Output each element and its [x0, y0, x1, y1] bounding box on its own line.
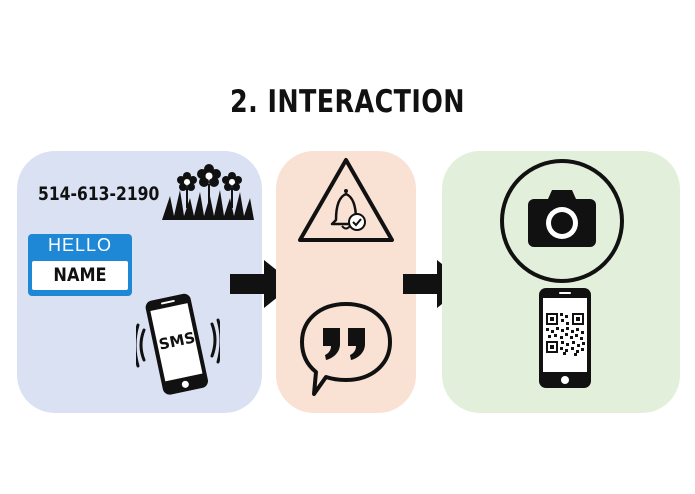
page-title: 2. INTERACTION	[230, 84, 465, 120]
phone-number-text: 514-613-2190	[38, 183, 160, 205]
name-tag-icon: HELLO NAME	[28, 234, 132, 296]
name-tag-name: NAME	[53, 264, 107, 286]
warning-bell-check-icon	[298, 158, 394, 242]
speech-bubble-quote-icon	[300, 302, 392, 396]
phone-qr-code-icon	[539, 288, 591, 388]
flowers-grass-icon	[162, 164, 254, 220]
name-tag-header: HELLO	[47, 235, 113, 255]
vibrating-phone-sms-icon: SMS	[136, 290, 220, 400]
camera-icon	[500, 159, 624, 283]
